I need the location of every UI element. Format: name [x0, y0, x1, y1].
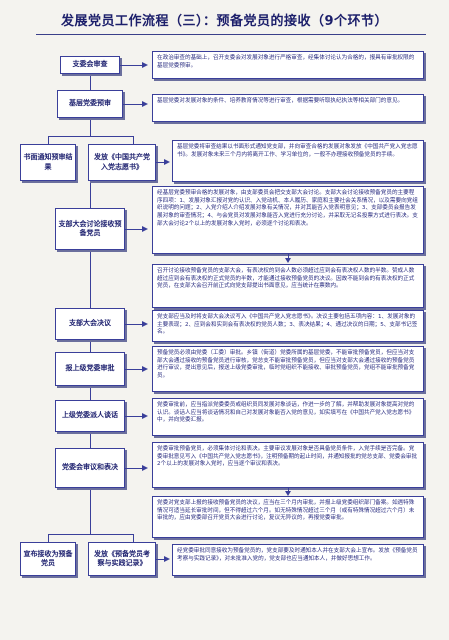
arrow-icon: [142, 465, 148, 471]
connector: [90, 340, 91, 352]
connector: [288, 254, 289, 259]
connector: [125, 416, 142, 417]
connector: [125, 324, 142, 325]
connector: [48, 534, 133, 535]
arrow-down-icon: [285, 491, 291, 496]
connector: [125, 468, 142, 469]
arrow-icon: [142, 321, 148, 327]
step-branch-resolution-detail: 党支部应当及时将支部大会决议写入《中国共产党入党志愿书》。决议主要包括五项内容：…: [152, 310, 424, 342]
step-branch-meeting-discussion: 支部大会讨论接收预备党员: [55, 208, 125, 250]
step-grassroots-preliminary-review: 基层党委预审: [57, 90, 123, 118]
step-issue-probation-record: 发放《预备党员考察与实践记录》: [88, 542, 156, 576]
connector: [288, 488, 289, 492]
step-committee-review: 支委会审查: [60, 56, 120, 74]
step-higher-committee-interview-detail: 党委审批前，应当指派党委委员或组织员同发展对象谈话，作进一步的了解，并帮助发展对…: [152, 398, 424, 436]
step-notice-detail: 基层党委将审查结果以书面形式通知党支部，并向审查合格的发展对象发放《中国共产党入…: [172, 140, 424, 182]
arrow-icon: [142, 62, 148, 68]
connector: [125, 369, 142, 370]
step-committee-review-and-vote-detail: 党委审批预备党员，必须集体讨论和表决。主要审议发展对象是否具备党员条件，入党手续…: [152, 442, 424, 488]
step-branch-meeting-discussion-detail: 经基层党委预审合格的发展对象，由支部委员会把交支部大会讨论。支部大会讨论接收预备…: [152, 186, 424, 254]
arrow-icon: [142, 366, 148, 372]
step-written-notice: 书面通知预审结果: [20, 144, 76, 181]
connector: [156, 162, 164, 163]
connector: [156, 559, 164, 560]
connector: [120, 65, 142, 66]
arrow-icon: [142, 413, 148, 419]
step-branch-resolution: 支部大会决议: [55, 308, 125, 340]
connector: [90, 250, 91, 308]
step-announce-detail: 经党委审批同意接收为预备党员的，党支部要及时通知本人并在支部大会上宣布。发放《预…: [172, 544, 424, 576]
connector: [125, 229, 142, 230]
step-committee-review-and-vote: 党委会审议和表决: [55, 448, 125, 488]
connector: [123, 104, 142, 105]
arrow-icon: [164, 159, 170, 165]
step-submit-for-approval: 报上级党委审批: [55, 352, 125, 386]
connector: [90, 181, 91, 208]
step-submit-for-approval-detail: 预备党员必须由党委（工委）审批。乡镇（街道）党委所属的基层党委，不能审批预备党员…: [152, 346, 424, 392]
step-committee-review-detail: 在政治审查的基础上，召开支委会对发展对象进行严格审查，经集体讨论认为合格的，报具…: [152, 51, 424, 79]
connector: [90, 118, 91, 136]
connector: [48, 136, 49, 144]
connector: [133, 136, 134, 144]
page-title: 发展党员工作流程（三）：预备党员的接收（9个环节）: [60, 14, 389, 29]
arrow-down-icon: [285, 258, 291, 263]
step-grassroots-preliminary-review-detail: 基层党委对发展对象的条件、培养教育情况等进行审查，根据需要听取执纪执法等相关部门…: [152, 94, 424, 122]
connector: [90, 432, 91, 448]
connector: [90, 386, 91, 400]
connector: [48, 136, 133, 137]
connector: [48, 534, 49, 542]
step-issue-application-form: 发放《中国共产党入党志愿书》: [88, 144, 156, 181]
step-announce-probationary-member: 宣布接收为预备党员: [20, 542, 76, 576]
connector: [90, 488, 91, 534]
step-quorum-rules: 召开讨论接收预备党员的支部大会，有表决权的到会人数必须超过应到会有表决权人数的半…: [152, 264, 424, 308]
title-divider: [36, 34, 426, 35]
arrow-icon: [164, 556, 170, 562]
connector: [133, 534, 134, 542]
connector: [90, 74, 91, 90]
step-higher-committee-interview: 上级党委派人谈话: [55, 400, 125, 432]
arrow-icon: [142, 226, 148, 232]
step-approval-deadline: 党委对党支部上报的接收预备党员的决议，应当在三个月内审批，并报上级党委组织部门备…: [152, 496, 424, 538]
arrow-icon: [142, 101, 148, 107]
